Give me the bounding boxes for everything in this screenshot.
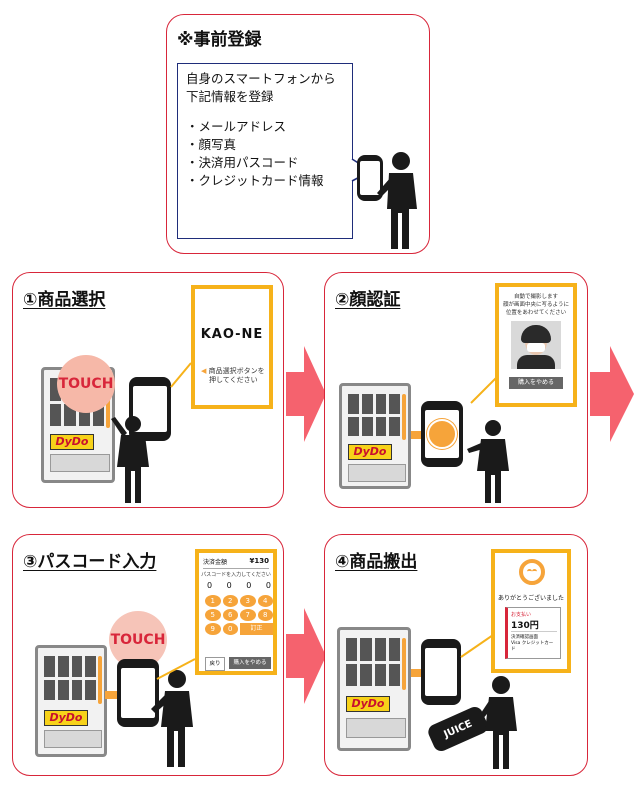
step1-hint: ◀ 商品選択ボタンを 押してください	[201, 367, 265, 384]
step2-title: ②顔認証	[335, 290, 401, 310]
connection-bar	[411, 669, 423, 677]
person-icon	[377, 152, 417, 249]
key-3[interactable]: 3	[240, 595, 256, 607]
receipt-amount: 130円	[511, 618, 557, 632]
registration-title: ※事前登録	[177, 30, 262, 50]
connection-bar	[105, 691, 119, 699]
vending-machine: DyDo	[339, 383, 411, 489]
step2-panel: ②顔認証 DyDo 自動で撮影します 顔が画面中央に写るように 位置をあわせてく…	[324, 272, 588, 508]
step2-instruction: 自動で撮影します 顔が画面中央に写るように 位置をあわせてください	[502, 294, 569, 316]
registration-panel: ※事前登録 自身のスマートフォンから下記情報を登録 ・メールアドレス ・顔写真 …	[166, 14, 430, 254]
key-8[interactable]: 8	[257, 609, 273, 621]
key-correct[interactable]: 訂正	[240, 623, 273, 635]
step3-phone	[117, 659, 159, 727]
key-2[interactable]: 2	[222, 595, 238, 607]
person-icon	[477, 676, 517, 769]
key-6[interactable]: 6	[222, 609, 238, 621]
flow-arrow	[590, 346, 634, 442]
receipt-label: お支払い	[511, 612, 532, 618]
callout-pointer	[170, 362, 192, 388]
step1-screen: KAO-NE ◀ 商品選択ボタンを 押してください	[191, 285, 273, 409]
step4-screen: ありがとうございました お支払い 130円 決済確認画面 Visa クレジットカ…	[491, 549, 571, 673]
person-icon	[151, 670, 193, 767]
step1-panel: ①商品選択 DyDo TOUCH KAO-NE ◀ 商品選択ボタンを 押してくだ…	[12, 272, 284, 508]
step2-cancel-button[interactable]: 購入をやめる	[509, 377, 563, 389]
registration-item-email: ・メールアドレス	[186, 119, 287, 134]
keypad: 1 2 3 4 5 6 7 8 9 0 訂正	[205, 595, 273, 635]
juice-label: JUICE	[442, 717, 474, 741]
person-icon	[467, 420, 509, 503]
kaone-logo: KAO-NE	[200, 327, 264, 342]
registration-phone	[357, 155, 383, 201]
step3-cancel-button[interactable]: 購入をやめる	[229, 657, 271, 669]
vending-machine: DyDo	[337, 627, 411, 751]
key-9[interactable]: 9	[205, 623, 221, 635]
key-5[interactable]: 5	[205, 609, 221, 621]
person-icon	[111, 416, 149, 503]
callout-pointer	[470, 376, 498, 404]
step4-title: ④商品搬出	[335, 552, 418, 572]
key-0[interactable]: 0	[222, 623, 238, 635]
smile-logo	[519, 559, 545, 585]
brand-logo: DyDo	[348, 444, 392, 460]
passcode-instruction: パスコードを入力してください	[201, 572, 271, 578]
step2-screen: 自動で撮影します 顔が画面中央に写るように 位置をあわせてください 購入をやめる	[495, 283, 577, 407]
key-7[interactable]: 7	[240, 609, 256, 621]
flow-arrow	[286, 346, 326, 442]
thanks-text: ありがとうございました	[497, 595, 564, 602]
step3-title: ③パスコード入力	[23, 552, 157, 572]
brand-logo: DyDo	[50, 434, 94, 450]
connection-bar	[411, 431, 423, 439]
receipt-line-2: Visa クレジットカード	[511, 641, 554, 652]
vending-machine: DyDo	[35, 645, 107, 757]
callout-pointer	[460, 634, 494, 658]
registration-item-credit-card: ・クレジットカード情報	[186, 173, 324, 188]
registration-item-photo: ・顔写真	[186, 137, 237, 152]
registration-item-passcode: ・決済用パスコード	[186, 155, 299, 170]
flow-arrow	[286, 608, 326, 704]
step4-phone	[421, 639, 461, 705]
callout-pointer	[156, 658, 196, 680]
brand-logo: DyDo	[346, 696, 390, 712]
key-4[interactable]: 4	[257, 595, 273, 607]
step3-back-button[interactable]: 戻り	[205, 657, 225, 671]
step1-phone	[129, 377, 171, 441]
registration-bubble: 自身のスマートフォンから下記情報を登録 ・メールアドレス ・顔写真 ・決済用パス…	[177, 63, 353, 239]
step1-title: ①商品選択	[23, 290, 106, 310]
face-scan-icon	[427, 419, 457, 449]
face-photo	[511, 321, 561, 369]
payment-label: 決済金額	[203, 559, 228, 566]
key-1[interactable]: 1	[205, 595, 221, 607]
payment-price: ¥130	[249, 557, 269, 565]
receipt-line-1: 決済確認画面	[511, 635, 538, 640]
step3-panel: ③パスコード入力 DyDo TOUCH 決済金額 ¥130 パスコードを入力して…	[12, 534, 284, 776]
receipt: お支払い 130円 決済確認画面 Visa クレジットカード	[505, 607, 561, 659]
registration-intro: 自身のスマートフォンから下記情報を登録	[186, 71, 336, 104]
touch-badge: TOUCH	[57, 355, 115, 413]
step2-phone	[421, 401, 463, 467]
brand-logo: DyDo	[44, 710, 88, 726]
step4-panel: ④商品搬出 DyDo JUICE ありがとうございました お支払い 130円 決…	[324, 534, 588, 776]
